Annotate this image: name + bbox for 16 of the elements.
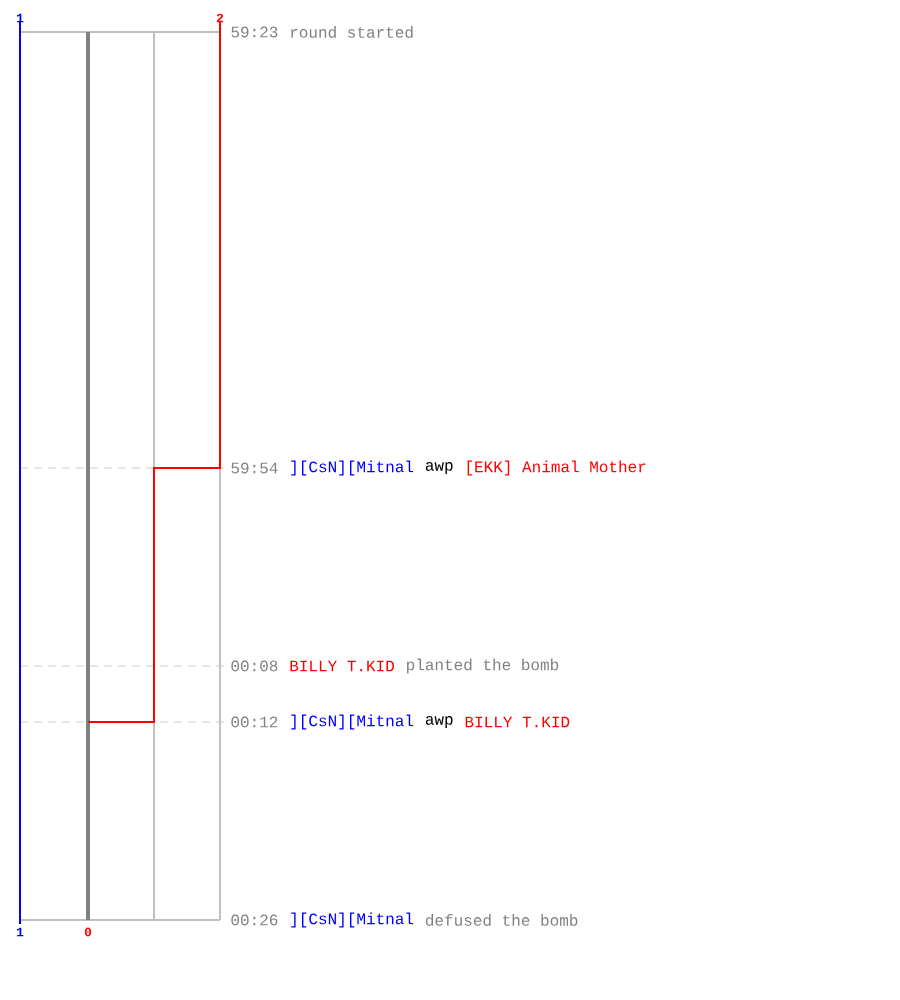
time-label: 00:26 <box>231 914 278 926</box>
event-text: planted the bomb <box>407 658 559 674</box>
player-name: BILLY T.KID <box>465 716 570 728</box>
player-name: ][CsN][Mitnal <box>291 460 414 476</box>
time-label: 00:08 <box>231 660 278 672</box>
time-label: 00:12 <box>231 716 278 728</box>
event-text: round started <box>291 26 413 38</box>
player-name: ][CsN][Mitnal <box>291 714 414 730</box>
player-name: [EKK] Animal Mother <box>467 460 646 476</box>
event-text: defused the bomb <box>425 914 578 926</box>
time-label: 59:54 <box>231 462 278 474</box>
player-name: ][CsN][Mitnal <box>291 912 414 928</box>
weapon-label: awp <box>425 462 453 474</box>
player-name: BILLY T.KID <box>290 660 394 672</box>
weapon-label: awp <box>425 716 453 728</box>
time-label: 59:23 <box>231 26 278 38</box>
